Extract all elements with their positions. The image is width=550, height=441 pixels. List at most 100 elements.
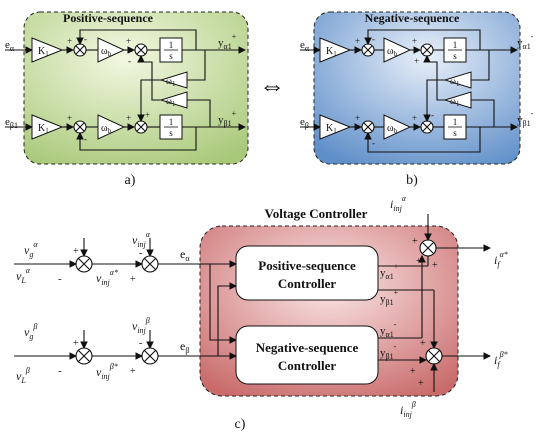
svg-text:+: + [410,366,416,377]
panel-a-int-top-den: s [169,51,173,61]
svg-text:-: - [58,273,62,285]
panel-a-w1-top-label: ω1 [166,76,176,88]
svg-text:+: + [130,274,136,285]
svg-text:-: - [372,34,375,44]
panel-b-w1-top [443,71,472,89]
svg-text:+: + [67,36,72,46]
iinj-alpha-label: iinjα [390,194,407,213]
svg-text:-: - [139,338,142,349]
svg-text:-: - [139,248,142,259]
svg-text:-: - [84,134,87,144]
vl-alpha-label: vLα [16,266,31,285]
panel-b-int-top-den: s [453,51,457,61]
svg-text:+: + [73,338,79,349]
panel-a-input-alpha: eα [5,39,15,53]
panel-b-gain-top [319,37,352,63]
panel-b-int-bottom-num: 1 [453,117,458,127]
panel-b-wb-bottom-label: ωb [387,123,398,135]
if-beta-label: ifβ* [494,350,508,369]
panel-a-title: Positive-sequence [63,11,154,25]
svg-text:-: - [84,34,87,44]
neg-block-line2: Controller [278,358,336,373]
panel-b-output-beta: yβ1- [517,109,534,128]
panel-b-wb-bottom [383,114,412,140]
y-alpha-neg-label: yα1- [380,320,397,339]
panel-a-w1-bottom-label: ω1 [166,96,176,108]
panel-b-input-beta: eβ [300,116,309,130]
panel-b-wb-top-label: ωb [387,46,398,58]
svg-text:+: + [355,36,360,46]
panel-b-input-alpha: eα [300,39,310,53]
if-alpha-label: ifα* [494,250,508,269]
pos-block-line2: Controller [278,276,336,291]
svg-text:+: + [432,260,438,271]
vinj-star-beta-label: vinjβ* [96,362,118,381]
panel-a-int-bottom-num: 1 [169,117,174,127]
panel-a-w1-bottom [159,91,188,109]
svg-text:+: + [416,256,422,267]
panel-b-int-bottom-den: s [453,128,457,138]
iinj-beta-label: iinjβ [400,400,416,419]
svg-text:+: + [414,56,419,66]
panel-c: Voltage Controller Positive-sequence Con… [14,194,508,432]
equivalence-icon: ⇔ [259,71,285,100]
positive-sequence-controller-block [235,245,379,301]
svg-text:+: + [412,236,418,247]
panel-a-int-bottom-den: s [169,128,173,138]
panel-a-output-alpha: yα1+ [218,32,237,51]
neg-block-line1: Negative-sequence [256,340,359,355]
negative-sequence-controller-block [235,325,379,385]
panel-b-w1-bottom [443,91,472,109]
panel-a-output-beta: yβ1+ [218,109,237,128]
y-beta-pos-label: yβ1+ [380,288,399,307]
vinj-star-alpha-label: vinjα* [96,268,118,287]
panel-c-caption: c) [235,417,246,432]
panel-a-gain-top-label: K1 [38,46,49,58]
panel-b-w1-bottom-label: ω1 [450,96,460,108]
vg-beta-label: vgβ [24,322,37,341]
panel-a-w1-top [159,71,188,89]
panel-a-caption: a) [125,173,136,188]
panel-a-int-top-num: 1 [169,40,174,50]
panel-a-input-beta: eβ1 [5,116,18,130]
e-beta-label: eβ [180,339,189,355]
svg-text:+: + [126,36,131,46]
panel-b-title: Negative-sequence [365,11,460,25]
svg-text:+: + [420,338,426,349]
panel-b-gain-bottom [319,114,352,140]
panel-b-w1-top-label: ω1 [450,76,460,88]
pos-block-line1: Positive-sequence [258,258,356,273]
panel-a-gain-bottom-label: K1 [38,123,49,135]
vg-alpha-label: vgα [24,240,38,259]
panel-b-gain-bottom-label: K1 [326,123,337,135]
svg-text:+: + [73,246,79,257]
panel-b-int-top-num: 1 [453,40,458,50]
panel-a-wb-bottom-label: ωb [101,123,112,135]
vinj-alpha-label: vinjα [132,230,151,249]
svg-text:-: - [372,138,375,148]
panel-a-gain-top [31,37,64,63]
svg-text:+: + [145,110,150,120]
svg-text:-: - [431,110,434,120]
panel-b-frame [313,11,521,165]
voltage-controller-title: Voltage Controller [265,206,368,221]
panel-a-wb-top-label: ωb [101,46,112,58]
panel-a-wb-top [97,37,126,63]
y-beta-neg-label: yβ1- [380,342,397,361]
panel-b-output-alpha: yα1- [517,32,534,51]
panel-a-frame [23,11,249,165]
svg-text:+: + [355,113,360,123]
svg-text:+: + [412,36,417,46]
svg-text:-: - [128,56,131,66]
y-alpha-pos-label: yα1+ [380,262,399,281]
panel-a-wb-bottom [97,114,126,140]
panel-b-gain-top-label: K1 [326,46,337,58]
svg-text:+: + [130,366,136,377]
panel-b-caption: b) [406,173,418,188]
vl-beta-label: vLβ [16,366,30,385]
svg-text:+: + [412,113,417,123]
svg-text:+: + [126,113,131,123]
panel-b: Negative-sequence eα eβ K1 K1 + - + - ωb… [300,11,534,188]
